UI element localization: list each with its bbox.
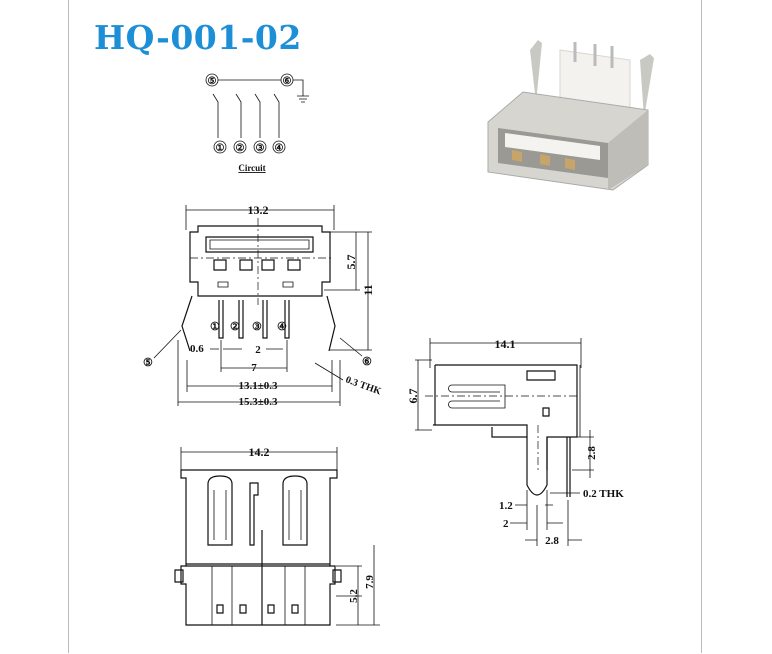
dim-pin-pitch: 2 (255, 344, 261, 356)
front-pin-2: ② (230, 321, 240, 333)
circuit-pin-3: ③ (256, 143, 265, 154)
dim-front-opening-height: 5.7 (344, 255, 358, 270)
dim-front-total-height: 11 (361, 284, 375, 295)
image-frame (68, 0, 702, 653)
front-pin-5: ⑤ (143, 357, 153, 369)
side-view: 14.1 6.7 2.8 0.2 THK 1.2 2 2.8 (406, 337, 624, 547)
dim-side-pin-w1: 1.2 (499, 500, 513, 512)
dim-bottom-height-a: 5.2 (348, 589, 360, 603)
dim-pin-width: 0.6 (190, 343, 204, 355)
circuit-pin-4: ④ (275, 143, 284, 154)
front-pin-4: ④ (277, 321, 287, 333)
front-pin-3: ③ (252, 321, 262, 333)
front-view: 13.2 ① ② ③ ④ ⑤ ⑥ 5.7 11 0.6 2 7 (143, 203, 383, 408)
dim-bottom-height-b: 7.9 (364, 575, 376, 589)
dim-front-width: 13.2 (248, 203, 269, 217)
dim-side-length: 14.1 (495, 337, 516, 351)
circuit-pin-5: ⑤ (208, 76, 217, 87)
dim-side-pin-spacing: 2.8 (545, 535, 559, 547)
dim-side-pin-w2: 2 (503, 518, 509, 530)
circuit-pin-6: ⑥ (283, 76, 292, 87)
dim-span-outer: 15.3±0.3 (238, 396, 278, 408)
dim-bottom-width: 14.2 (249, 445, 270, 459)
circuit-pin-1: ① (216, 143, 225, 154)
dim-span-inner: 13.1±0.3 (238, 380, 278, 392)
dim-side-height: 6.7 (406, 389, 420, 404)
dim-side-pin-thk: 0.2 THK (583, 488, 624, 500)
dim-outer-pitch: 7 (251, 362, 257, 374)
dim-front-thickness: 0.3 THK (344, 374, 383, 397)
front-pin-6: ⑥ (362, 356, 372, 368)
front-pin-1: ① (210, 321, 220, 333)
product-photo (487, 40, 654, 191)
dim-side-pin-length: 2.8 (586, 446, 598, 460)
circuit-schematic: ⑤ ⑥ ① ② ③ ④ Circuit (205, 73, 309, 173)
circuit-label: Circuit (238, 163, 265, 173)
circuit-pin-2: ② (236, 143, 245, 154)
part-number-title: HQ-001-02 (94, 18, 302, 57)
bottom-view: 14.2 5.2 7.9 (174, 445, 380, 626)
